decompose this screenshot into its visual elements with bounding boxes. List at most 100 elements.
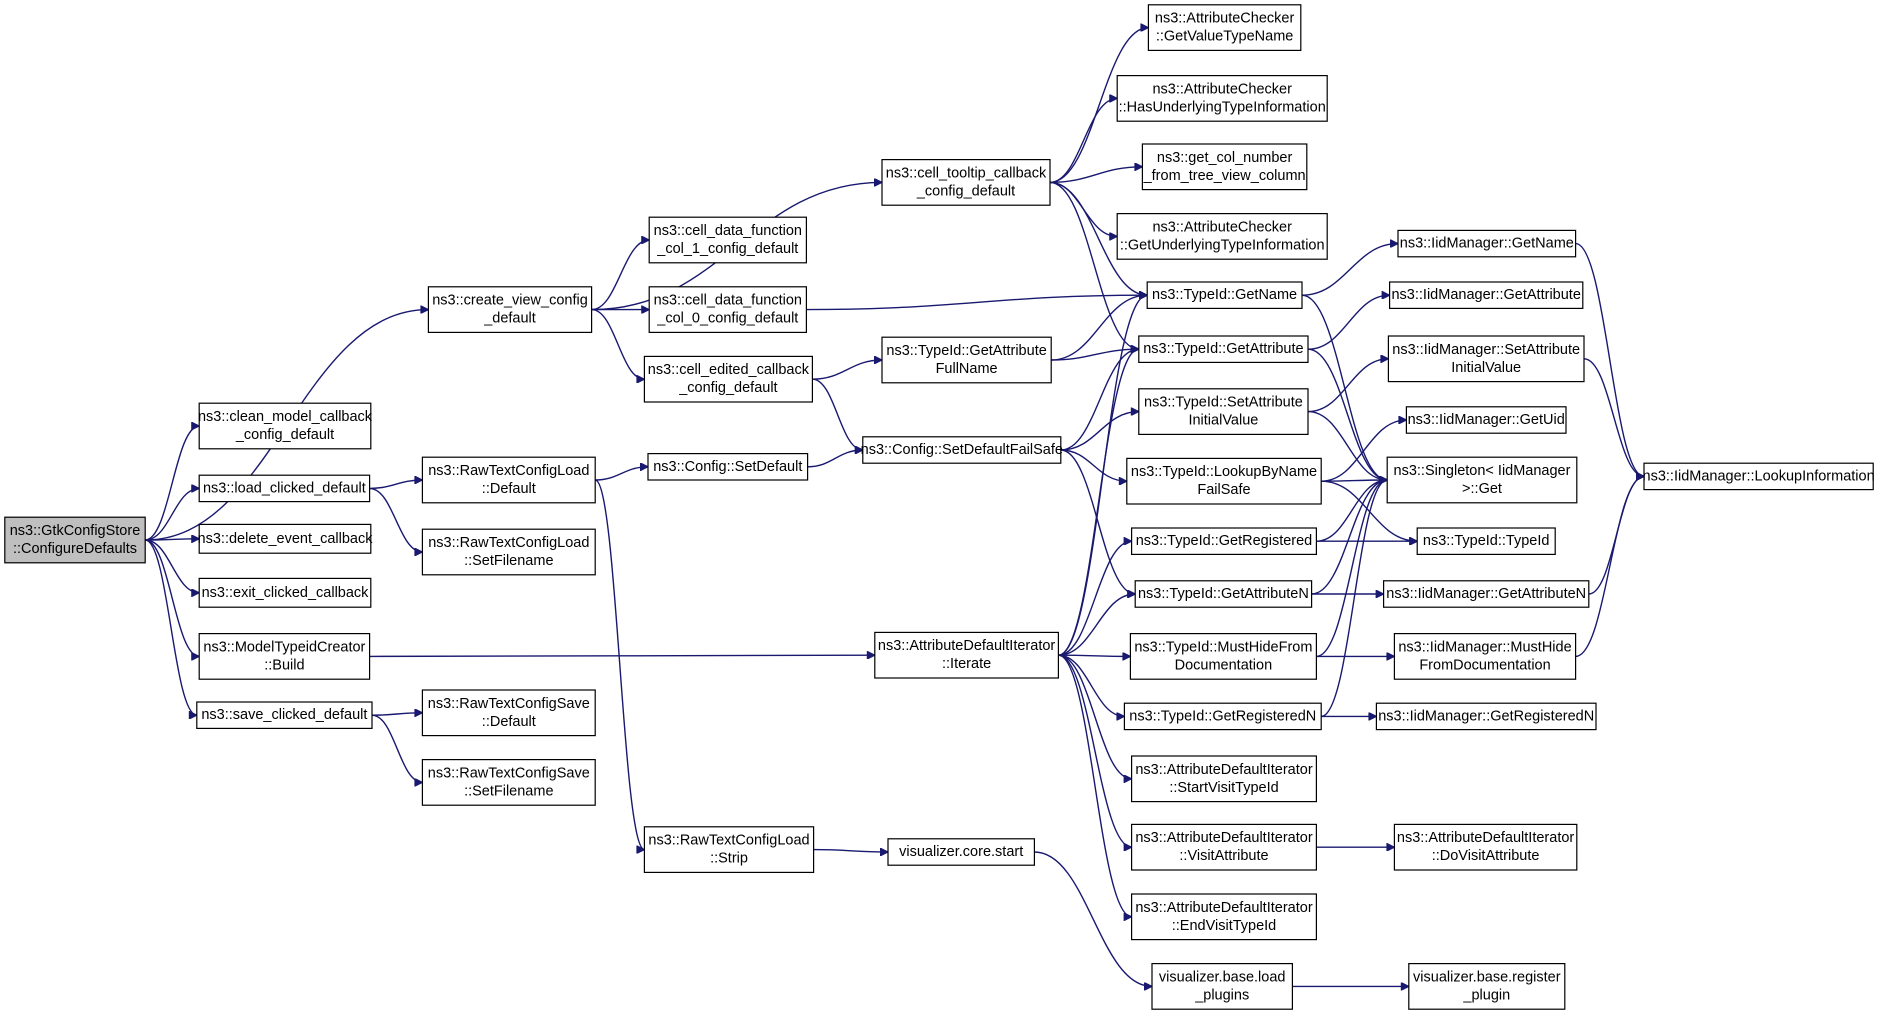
node-save_clicked[interactable]: ns3::save_clicked_default (196, 701, 373, 729)
node-label-line: ns3::AttributeDefaultIterator (1135, 762, 1312, 778)
node-get_col_number[interactable]: ns3::get_col_number_from_tree_view_colum… (1141, 143, 1308, 191)
node-label-line: ::GetValueTypeName (1156, 29, 1294, 45)
node-iid_getregisteredn[interactable]: ns3::IidManager::GetRegisteredN (1375, 702, 1597, 731)
node-adi_dovisit[interactable]: ns3::AttributeDefaultIterator::DoVisitAt… (1393, 823, 1578, 871)
node-cdf0[interactable]: ns3::cell_data_function_col_0_config_def… (648, 286, 808, 333)
node-singleton_get[interactable]: ns3::Singleton< IidManager>::Get (1386, 456, 1578, 504)
node-setdefaultfailsafe[interactable]: ns3::Config::SetDefaultFailSafe (861, 436, 1063, 464)
node-label-line: _col_1_config_default (656, 241, 798, 257)
node-config_setdefault[interactable]: ns3::Config::SetDefault (647, 453, 809, 481)
node-box (1130, 755, 1317, 803)
node-clean_model[interactable]: ns3::clean_model_callback_config_default (198, 402, 373, 450)
node-label-line: ns3::Config::SetDefault (653, 459, 802, 475)
node-label-line: ns3::AttributeDefaultIterator (1135, 830, 1312, 846)
node-adi_iterate[interactable]: ns3::AttributeDefaultIterator::Iterate (874, 631, 1059, 679)
edge-adi_iterate-to-typeid_getattribute (1058, 349, 1138, 656)
edge-cell_edited-to-setdefaultfailsafe (812, 378, 862, 450)
node-box (1130, 823, 1317, 871)
edge-cell_tooltip-to-get_col_number (1049, 167, 1142, 184)
edge-typeid_musthide-to-singleton_get (1316, 480, 1387, 658)
node-label-line: >::Get (1462, 481, 1502, 497)
node-iid_getname[interactable]: ns3::IidManager::GetName (1397, 229, 1577, 258)
node-label-line: ns3::clean_model_callback (198, 409, 373, 425)
node-rtcl_strip[interactable]: ns3::RawTextConfigLoad::Strip (643, 826, 815, 873)
node-box (1138, 335, 1309, 363)
node-vis_base_load[interactable]: visualizer.base.load_plugins (1151, 962, 1293, 1010)
edge-typeid_setattrinit-to-iid_setattrinit (1307, 359, 1388, 413)
node-cell_edited[interactable]: ns3::cell_edited_callback_config_default (643, 355, 814, 403)
edge-cell_edited-to-typeid_getattrfullname (812, 360, 882, 380)
node-label-line: ns3::IidManager::GetRegisteredN (1378, 708, 1594, 724)
node-box (874, 631, 1059, 679)
node-typeid_getattributen[interactable]: ns3::TypeId::GetAttributeN (1134, 580, 1313, 608)
node-create_view[interactable]: ns3::create_view_config_default (427, 286, 593, 333)
node-cell_tooltip[interactable]: ns3::cell_tooltip_callback_config_defaul… (881, 159, 1051, 206)
node-box (1388, 281, 1584, 309)
node-label-line: ns3::AttributeChecker (1152, 219, 1292, 235)
node-box (1116, 213, 1328, 260)
node-exit_clicked[interactable]: ns3::exit_clicked_callback (198, 577, 372, 608)
node-iid_musthide[interactable]: ns3::IidManager::MustHideFromDocumentati… (1393, 632, 1577, 680)
node-typeid_getattribute[interactable]: ns3::TypeId::GetAttribute (1138, 335, 1309, 363)
node-label-line: ns3::create_view_config (432, 293, 588, 309)
edge-typeid_lookupbyname-to-iid_getuid (1321, 420, 1406, 482)
node-box (1123, 702, 1322, 731)
edge-cell_tooltip-to-ac_getvaluetypename (1049, 28, 1148, 184)
edge-typeid_setattrinit-to-singleton_get (1307, 410, 1387, 480)
edge-root-to-load_clicked (145, 488, 199, 541)
node-ac_hasunderlying[interactable]: ns3::AttributeChecker::HasUnderlyingType… (1116, 74, 1328, 122)
node-label-line: _plugin (1462, 987, 1510, 1003)
node-label-line: ::GetUnderlyingTypeInformation (1120, 237, 1325, 253)
node-box (881, 336, 1052, 384)
node-vis_core_start[interactable]: visualizer.core.start (887, 838, 1035, 866)
node-label-line: visualizer.base.register (1413, 969, 1561, 985)
node-typeid_typeid[interactable]: ns3::TypeId::TypeId (1416, 527, 1556, 555)
node-label-line: visualizer.base.load (1159, 969, 1286, 985)
edge-root-to-clean_model (145, 426, 199, 541)
node-rtcs_default[interactable]: ns3::RawTextConfigSave::Default (421, 689, 596, 737)
node-label-line: _from_tree_view_column (1143, 168, 1306, 184)
node-cdf1[interactable]: ns3::cell_data_function_col_1_config_def… (648, 216, 808, 264)
node-adi_visitattribute[interactable]: ns3::AttributeDefaultIterator::VisitAttr… (1130, 823, 1317, 871)
edge-root-to-model_build (145, 539, 199, 656)
edge-rtcl_default-to-config_setdefault (595, 467, 648, 481)
node-load_clicked[interactable]: ns3::load_clicked_default (198, 474, 371, 503)
node-label-line: ns3::RawTextConfigLoad (428, 535, 589, 551)
node-rtcl_default[interactable]: ns3::RawTextConfigLoad::Default (421, 456, 596, 504)
node-typeid_getname[interactable]: ns3::TypeId::GetName (1146, 281, 1303, 309)
node-box (1151, 962, 1293, 1010)
node-label-line: FullName (936, 361, 998, 377)
node-iid_getuid[interactable]: ns3::IidManager::GetUid (1405, 406, 1567, 434)
node-iid_lookupinfo[interactable]: ns3::IidManager::LookupInformation (1643, 462, 1875, 491)
node-label-line: ns3::cell_data_function (654, 223, 802, 239)
node-adi_startvisit[interactable]: ns3::AttributeDefaultIterator::StartVisi… (1130, 755, 1317, 803)
node-rtcs_setfilename[interactable]: ns3::RawTextConfigSave::SetFilename (421, 758, 596, 806)
node-adi_endvisit[interactable]: ns3::AttributeDefaultIterator::EndVisitT… (1130, 893, 1317, 941)
node-root[interactable]: ns3::GtkConfigStore::ConfigureDefaults (4, 516, 146, 564)
node-model_build[interactable]: ns3::ModelTypeidCreator::Build (198, 632, 371, 680)
node-vis_base_register[interactable]: visualizer.base.register _plugin (1408, 962, 1566, 1010)
edge-load_clicked-to-rtcl_default (369, 480, 423, 490)
node-label-line: ns3::cell_tooltip_callback (886, 165, 1047, 181)
node-box (643, 355, 814, 403)
node-iid_setattrinit[interactable]: ns3::IidManager::SetAttributeInitialValu… (1387, 335, 1585, 383)
node-label-line: ns3::save_clicked_default (201, 707, 367, 723)
edge-cell_tooltip-to-typeid_getattribute (1049, 181, 1139, 349)
node-box (1130, 893, 1317, 941)
node-iid_getattribute[interactable]: ns3::IidManager::GetAttribute (1388, 281, 1584, 309)
node-typeid_getregistered[interactable]: ns3::TypeId::GetRegistered (1130, 527, 1317, 555)
node-ac_getunderlying[interactable]: ns3::AttributeChecker::GetUnderlyingType… (1116, 213, 1328, 260)
node-iid_getattributen[interactable]: ns3::IidManager::GetAttributeN (1382, 580, 1590, 608)
node-label-line: ns3::delete_event_callback (198, 531, 374, 547)
node-rtcl_setfilename[interactable]: ns3::RawTextConfigLoad::SetFilename (421, 528, 596, 576)
node-label-line: ::StartVisitTypeId (1169, 780, 1278, 796)
node-label-line: ::HasUnderlyingTypeInformation (1119, 99, 1326, 115)
node-typeid_getregisteredn[interactable]: ns3::TypeId::GetRegisteredN (1123, 702, 1322, 731)
node-delete_event[interactable]: ns3::delete_event_callback (198, 523, 374, 554)
node-ac_getvaluetypename[interactable]: ns3::AttributeChecker::GetValueTypeName (1147, 4, 1302, 51)
node-label-line: ns3::IidManager::GetAttributeN (1386, 586, 1586, 602)
